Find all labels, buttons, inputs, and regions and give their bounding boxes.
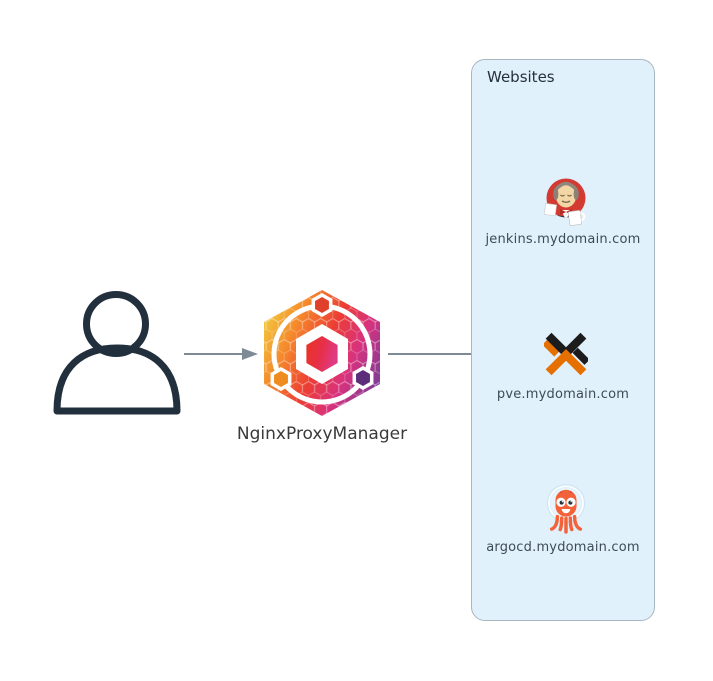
website-label: pve.mydomain.com — [496, 387, 630, 402]
proxmox-icon — [544, 332, 588, 376]
websites-container: Websites — [471, 59, 655, 621]
website-label: jenkins.mydomain.com — [485, 232, 641, 247]
proxy-label: NginxProxyManager — [236, 424, 408, 444]
jenkins-icon — [543, 178, 586, 226]
nginx-proxy-manager-logo — [264, 290, 380, 416]
npm-ring-node-top — [311, 292, 333, 318]
websites-container-title: Websites — [487, 68, 555, 86]
user-icon — [53, 291, 181, 415]
npm-ring-node-right — [352, 365, 374, 391]
argocd-icon — [546, 484, 586, 534]
arrow-user-to-proxy — [184, 348, 258, 360]
website-label: argocd.mydomain.com — [486, 540, 640, 555]
npm-ring-node-left — [270, 366, 292, 392]
